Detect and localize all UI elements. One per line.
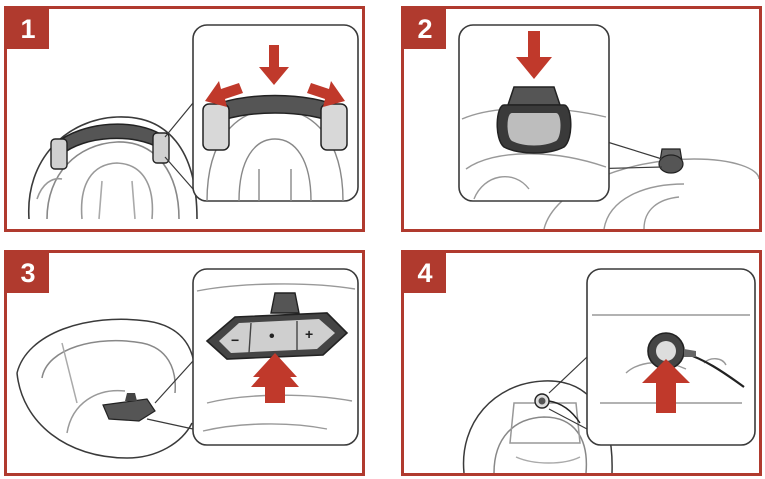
slide-arrow-icon <box>205 81 345 107</box>
minus-button-label: − <box>231 332 239 348</box>
step-panel-1: 1 <box>4 6 365 232</box>
step-3-illustration: − • + <box>16 268 359 459</box>
callout-zoom-2 <box>458 24 610 202</box>
mount-icon-small <box>658 148 684 174</box>
step-1-illustration <box>28 24 359 220</box>
step-panel-3: 3 − <box>4 250 365 476</box>
callout-zoom-1 <box>192 24 359 202</box>
push-arrow-icon <box>259 45 289 85</box>
plus-button-label: + <box>305 326 313 342</box>
step-badge-2: 2 <box>404 9 446 49</box>
connector-icon-small <box>534 393 581 424</box>
step-badge-1: 1 <box>7 9 49 49</box>
step-4-illustration <box>462 268 756 473</box>
helmet-interior <box>28 116 198 220</box>
step-badge-3: 3 <box>7 253 49 293</box>
callout-zoom-4 <box>586 268 756 446</box>
connector-icon <box>647 332 745 388</box>
clamp-icon <box>50 123 170 170</box>
step-2-illustration <box>458 24 759 229</box>
step-badge-4: 4 <box>404 253 446 293</box>
push-arrow-icon <box>516 31 552 79</box>
control-unit-icon-small <box>102 393 156 422</box>
callout-zoom-3: − • + <box>192 268 359 446</box>
control-unit-icon: − • + <box>205 292 349 360</box>
push-arrow-icon <box>642 359 690 413</box>
center-button-label: • <box>269 328 275 345</box>
step-panel-2: 2 <box>401 6 762 232</box>
push-arrow-icon <box>251 353 299 403</box>
helmet-interior <box>16 318 196 459</box>
step-panel-4: 4 <box>401 250 762 476</box>
mount-icon <box>496 86 572 154</box>
